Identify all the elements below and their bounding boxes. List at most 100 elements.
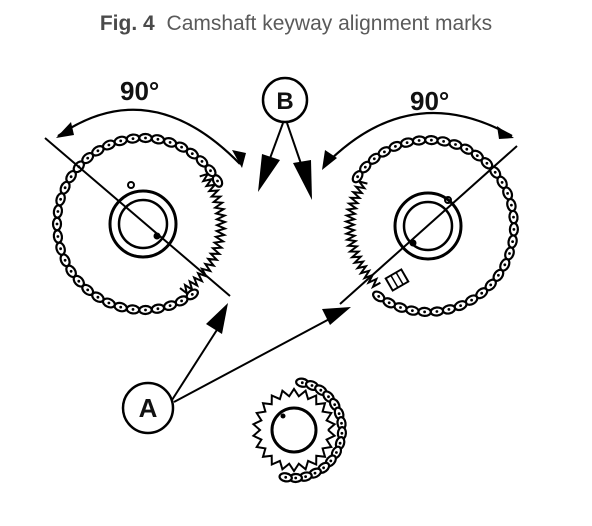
left-sprocket-hub-inner [117,198,169,250]
chain-pin [470,298,473,302]
chain-pin [63,186,67,190]
chain-pin [131,308,135,311]
chain-pin [56,210,60,213]
right-sprocket-teeth [342,179,381,290]
chain-pin [168,304,172,307]
crank-sprocket [251,377,348,484]
callout-b-arrowhead-left [258,154,280,192]
chain-pin [340,431,344,435]
chain-pin [300,381,304,385]
chain-pin [190,152,194,156]
crank-sprocket-teeth [251,387,337,473]
right-angle-label: 90° [410,86,449,116]
left-arc-arrowhead-start [56,122,74,138]
callout-a-leader-left [171,321,223,401]
crank-sprocket-hub [270,406,318,454]
chain-pin [435,310,439,313]
chain-pin [394,145,397,148]
callout-b-label: B [276,88,293,115]
chain-pin [405,141,409,145]
chain-pin [59,197,62,201]
chain-pin [377,295,381,298]
chain-pin [294,476,298,480]
chain-pin [387,301,391,305]
right-arc-arrowhead-start [322,150,337,170]
left-chain [51,132,224,316]
chain-pin [69,269,73,273]
chain-pin [340,421,343,425]
chain-pin [512,228,516,231]
chain-pin [56,235,60,238]
left-90-degree-arc [57,108,241,165]
chain-pin [310,384,314,387]
right-sprocket [339,134,520,318]
callout-a-leader-right [173,315,336,403]
chain-pin [144,308,147,312]
chain-pin [55,222,59,226]
chain-pin [168,141,172,144]
crank-keyway-dot [280,413,286,419]
chain-pin [335,451,338,454]
chain-pin [480,291,484,295]
chain-pin [512,215,515,219]
chain-pin [209,169,212,173]
chain-pin [86,288,90,292]
chain-pin [383,150,386,154]
left-timing-dot [127,181,135,189]
chain-pin [69,175,73,179]
left-sprocket [44,132,231,316]
chain-pin [356,175,359,179]
callout-a-arrowhead-left [206,303,228,334]
right-keyway-mark [384,268,410,292]
chain-pin [475,154,479,158]
chain-pin [447,308,451,311]
callout-a-label: A [139,393,158,423]
right-90-degree-arc [323,111,513,167]
chain-pin [107,301,111,305]
chain-pin [489,283,493,287]
right-arc-arrowhead-end [497,126,514,139]
chain-pin [144,136,147,140]
chain-pin [200,160,204,163]
chain-pin [107,143,111,147]
chain-pin [96,295,100,299]
chain-pin [417,139,421,142]
chain-pin [508,252,511,255]
chain-pin [119,305,123,309]
chain-pin [119,139,123,143]
right-sprocket-hub-outer [393,191,463,261]
chain-pin [503,263,507,267]
crank-chain [278,377,348,484]
chain-pin [313,471,317,475]
chain-pin [454,143,457,146]
chain-pin [465,147,469,151]
right-chain [351,134,520,318]
chain-pin [180,145,184,149]
sprocket-tooth-edge [251,387,337,473]
left-sprocket-teeth [179,172,228,296]
chain-pin [180,299,184,303]
chain-pin [329,459,333,463]
chain-pin [338,441,342,445]
chain-pin [493,170,497,174]
left-arc-arrowhead-end [232,150,246,168]
chain-pin [131,137,135,141]
figure-title: Camshaft keyway alignment marks [166,12,493,35]
chain-pin [190,293,194,296]
chain-pin [327,395,330,399]
left-sprocket-hub-outer [108,189,178,259]
right-sprocket-hub-inner [402,200,454,252]
callout-b-arrowhead-right [293,160,312,200]
chain-pin [77,279,81,283]
chain-pin [510,203,513,207]
chain-pin [337,412,341,415]
chain-pin [63,258,67,262]
chain-pin [497,273,500,277]
callout-b-circle [261,76,309,124]
right-timing-dot [444,196,452,204]
callout-a-arrowhead-right [322,307,351,325]
chain-pin [511,240,514,244]
chain-pin [304,475,307,478]
chain-pin [411,309,414,312]
